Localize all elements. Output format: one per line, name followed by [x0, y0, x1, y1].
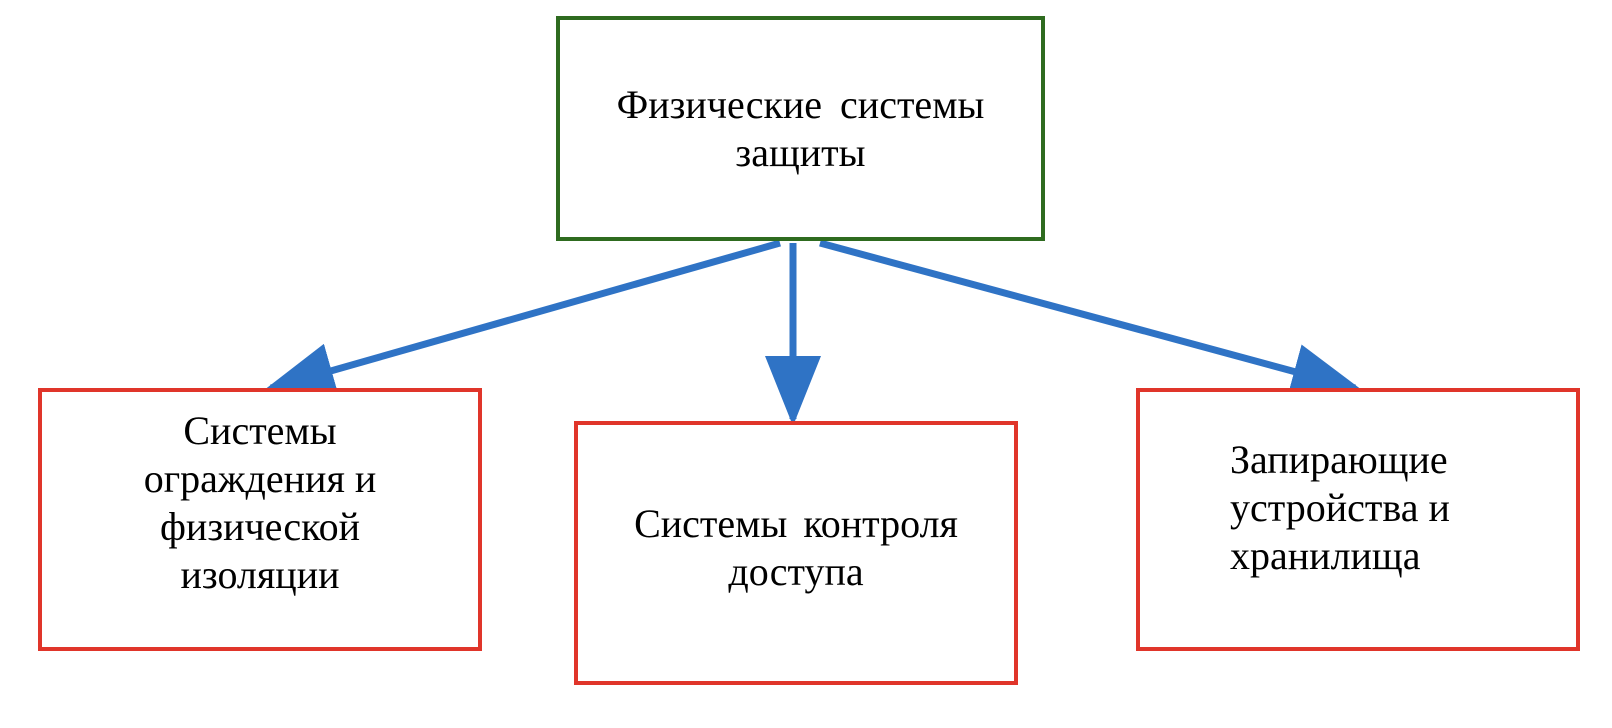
child-node-access-control-systems: Системы контроля доступа: [574, 421, 1018, 685]
child-node-label: Запирающие устройства и хранилища: [1230, 436, 1450, 578]
child-node-label: Системы контроля доступа: [634, 501, 958, 594]
arrow-to-fencing-systems: [264, 239, 781, 398]
root-node-physical-protection-systems: Физические системы защиты: [556, 16, 1045, 241]
root-node-label: Физические системы защиты: [616, 81, 985, 175]
child-node-label: Системы ограждения и физической изоляции: [143, 407, 377, 597]
child-node-locking-devices-storage: Запирающие устройства и хранилища: [1136, 388, 1580, 651]
child-node-fencing-isolation-systems: Системы ограждения и физической изоляции: [38, 388, 482, 651]
arrow-to-locking-devices: [819, 239, 1362, 399]
